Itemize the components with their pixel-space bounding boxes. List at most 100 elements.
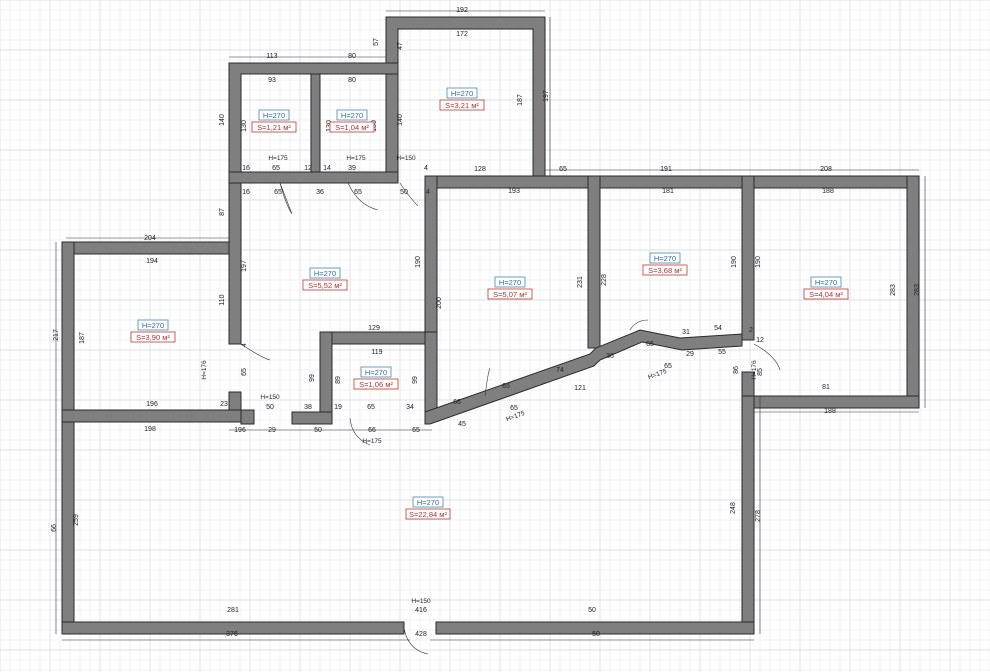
wall-closet-right xyxy=(424,331,438,413)
door-height-label: H=176 xyxy=(201,360,208,380)
dimension-label: 188 xyxy=(824,408,836,415)
door-height-label: H=175 xyxy=(268,155,288,162)
dimension-label: 65 xyxy=(664,363,672,370)
dimension-label: 194 xyxy=(146,258,158,265)
dimension-label: 217 xyxy=(53,329,60,341)
dimension-label: 4 xyxy=(424,165,428,172)
dimension-label: 65 xyxy=(412,427,420,434)
room-height: H=270 xyxy=(314,269,336,278)
wall-left-top xyxy=(61,241,242,255)
door-height-label: H=175 xyxy=(362,438,382,445)
dimension-label: 231 xyxy=(577,276,584,288)
door-height-label: H=175 xyxy=(505,410,526,423)
dimension-label: 283 xyxy=(914,284,921,296)
wall-left-room-bottom xyxy=(61,409,242,423)
walls xyxy=(61,16,920,635)
wall-main-bottom-l xyxy=(61,621,405,635)
dimension-label: 66 xyxy=(51,524,58,532)
room-height: H=270 xyxy=(654,254,676,263)
dimension-label: 228 xyxy=(601,274,608,286)
dimension-label: 36 xyxy=(606,353,614,360)
dimension-label: 34 xyxy=(406,404,414,411)
dimension-label: 47 xyxy=(397,42,404,50)
dimension-label: 45 xyxy=(458,421,466,428)
room-height: H=270 xyxy=(263,111,285,120)
dimension-label: 65 xyxy=(646,341,654,348)
dimension-label: 428 xyxy=(415,631,427,638)
dimension-label: 12 xyxy=(756,337,764,344)
dimension-label: 193 xyxy=(508,188,520,195)
dimension-label: 197 xyxy=(241,260,248,272)
dimension-label: 65 xyxy=(241,368,248,376)
dimension-label: 196 xyxy=(146,401,158,408)
wall-bath-divider xyxy=(310,73,321,173)
room-area: S=5,52 м² xyxy=(308,281,342,290)
dimension-label: 4 xyxy=(241,343,248,347)
wall-left-room-right xyxy=(228,182,242,345)
room-height: H=270 xyxy=(142,321,164,330)
dimension-label: 119 xyxy=(371,349,382,356)
wall-top-room-left xyxy=(385,71,399,184)
wall-center-left xyxy=(424,175,438,335)
dimension-label: 190 xyxy=(731,256,738,268)
door-swing-1 xyxy=(279,182,293,215)
wall-main-right xyxy=(741,395,755,635)
dimension-label: 65 xyxy=(559,166,567,173)
dimension-label: 187 xyxy=(79,332,86,344)
dimension-label: 19 xyxy=(334,404,342,411)
dimension-label: 376 xyxy=(226,631,238,638)
dimension-label: 99 xyxy=(412,376,419,384)
dimension-label: 187 xyxy=(517,94,524,106)
wall-right-bottom xyxy=(743,395,920,409)
room-area: S=3,68 м² xyxy=(648,266,682,275)
dimension-label: 130 xyxy=(241,120,248,132)
dimension-label: 110 xyxy=(219,294,226,305)
room-area: S=4,04 м² xyxy=(809,290,843,299)
door-swing-3 xyxy=(399,182,419,207)
dimension-label: 12 xyxy=(304,165,312,172)
wall-diagonal xyxy=(424,329,743,425)
dimension-label: 66 xyxy=(453,399,461,406)
dimension-label: 14 xyxy=(323,165,331,172)
dimension-label: 50 xyxy=(266,404,274,411)
dimension-label: 181 xyxy=(662,188,674,195)
dimension-label: 196 xyxy=(234,427,246,434)
wall-left-outer xyxy=(61,241,75,635)
wall-main-bottom-r xyxy=(435,621,755,635)
dimension-label: 198 xyxy=(144,426,156,433)
dimension-label: 89 xyxy=(335,376,342,384)
dimension-label: 87 xyxy=(219,208,226,216)
dimension-label: 36 xyxy=(316,189,324,196)
wall-closet-top xyxy=(319,331,438,345)
dimension-label: 259 xyxy=(73,514,80,526)
dimension-label: 57 xyxy=(373,38,380,46)
room-area: S=1,06 м² xyxy=(359,380,393,389)
dimension-label: 190 xyxy=(415,256,422,268)
door-height-label: H=150 xyxy=(260,394,280,401)
dimension-label: 416 xyxy=(415,607,427,614)
room-area: S=5,07 м² xyxy=(493,290,527,299)
dimension-label: 188 xyxy=(822,188,834,195)
door-swing-6 xyxy=(484,367,491,397)
dimension-label: 65 xyxy=(502,383,510,390)
wall-right-top xyxy=(424,175,920,189)
dimension-label: 80 xyxy=(348,53,356,60)
dimension-label: 85 xyxy=(757,368,764,376)
door-swing-9 xyxy=(403,627,429,655)
door-swing-7 xyxy=(629,319,649,331)
door-height-label: H=150 xyxy=(411,598,431,605)
dimension-label: 283 xyxy=(890,284,897,296)
dimension-label: 278 xyxy=(755,510,762,522)
dimension-label: 80 xyxy=(348,77,356,84)
dimension-label: 16 xyxy=(242,165,250,172)
dimension-label: 31 xyxy=(682,329,690,336)
room-height: H=270 xyxy=(365,368,387,377)
dimension-label: 200 xyxy=(436,297,443,309)
